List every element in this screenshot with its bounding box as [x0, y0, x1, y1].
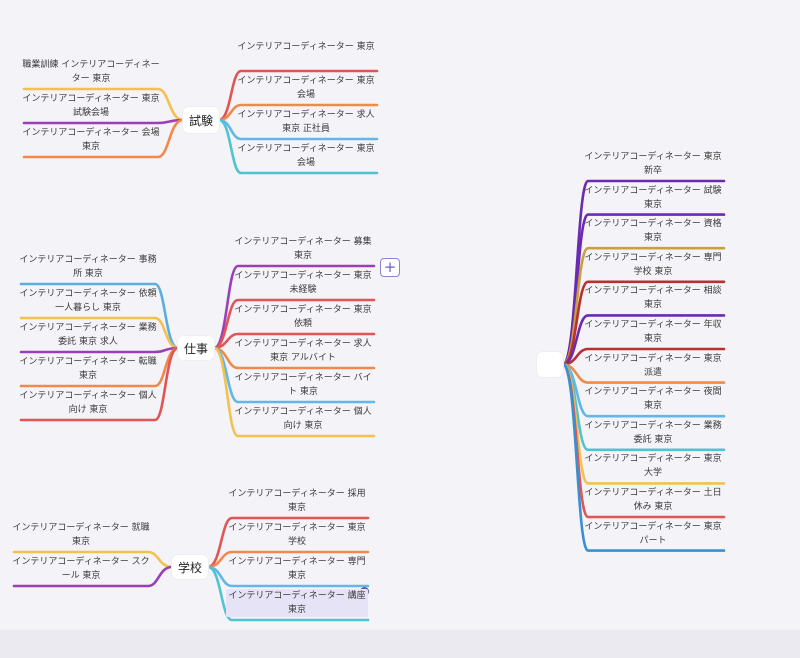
child-node[interactable]: インテリアコーディネーター 年収 東京	[584, 320, 722, 344]
child-node[interactable]: インテリアコーディネーター 夜間 東京	[584, 387, 722, 412]
child-node[interactable]: インテリアコーディネーター 東京 試験会場	[22, 94, 160, 118]
child-node[interactable]: インテリアコーディネーター 業務委託 東京 求人	[19, 323, 157, 347]
child-node[interactable]: インテリアコーディネーター 専門学校 東京	[584, 252, 722, 277]
child-node[interactable]: インテリアコーディネーター 東京 会場	[237, 144, 375, 168]
child-node[interactable]: インテリアコーディネーター 東京 派遣	[584, 353, 722, 378]
connector-line	[12, 565, 174, 588]
child-node[interactable]: インテリアコーディネーター 東京 学校	[228, 523, 366, 547]
child-node[interactable]: インテリアコーディネーター 東京 新卒	[584, 152, 722, 176]
child-node[interactable]: インテリアコーディネーター 採用 東京	[228, 489, 366, 513]
connector-line	[212, 346, 376, 438]
child-node[interactable]: インテリアコーディネーター 東京	[237, 42, 375, 52]
child-node[interactable]: インテリアコーディネーター 個人向け 東京	[19, 391, 157, 415]
child-node[interactable]: インテリアコーディネーター 東京 依頼	[234, 305, 372, 329]
root-node-shiken[interactable]: 試験	[183, 107, 219, 133]
connector-line	[19, 346, 180, 422]
child-node[interactable]: インテリアコーディネーター 講座 東京	[226, 589, 368, 617]
child-node[interactable]: インテリアコーディネーター 土日休み 東京	[584, 488, 722, 512]
add-node-button[interactable]: +	[380, 258, 400, 277]
child-node[interactable]: インテリアコーディネーター 東京 大学	[584, 454, 722, 479]
child-node[interactable]: インテリアコーディネーター 就職 東京	[12, 523, 150, 547]
plus-icon: +	[383, 258, 397, 276]
child-node[interactable]: インテリアコーディネーター 依頼 一人暮らし 東京	[19, 289, 157, 313]
child-node[interactable]: インテリアコーディネーター 募集 東京	[234, 237, 372, 261]
child-node[interactable]: インテリアコーディネーター 業務委託 東京	[584, 420, 722, 445]
child-node[interactable]: 職業訓練 インテリアコーディネーター 東京	[22, 60, 160, 84]
child-node[interactable]: インテリアコーディネーター 会場 東京	[22, 128, 160, 152]
connector-line	[22, 118, 185, 125]
root-node-main[interactable]	[537, 352, 563, 377]
root-node-gakkou[interactable]: 学校	[172, 555, 208, 579]
child-node[interactable]: インテリアコーディネーター バイト 東京	[234, 373, 372, 397]
child-node[interactable]: インテリアコーディネーター 事務所 東京	[19, 255, 157, 279]
child-node[interactable]: インテリアコーディネーター 転職 東京	[19, 357, 157, 381]
bottom-toolbar	[0, 630, 800, 658]
connector-line	[217, 118, 379, 175]
child-node[interactable]: インテリアコーディネーター 個人 向け 東京	[234, 407, 372, 431]
child-node[interactable]: インテリアコーディネーター 相談 東京	[584, 286, 722, 311]
connector-line	[22, 118, 185, 159]
connector-line	[561, 363, 726, 552]
child-node[interactable]: インテリアコーディネーター 専門 東京	[228, 557, 366, 581]
connector-line	[206, 565, 370, 622]
root-node-shigoto[interactable]: 仕事	[178, 336, 214, 360]
child-node[interactable]: インテリアコーディネーター 試験 東京	[584, 185, 722, 210]
child-node[interactable]: インテリアコーディネーター 東京 未経験	[234, 271, 372, 295]
child-node[interactable]: インテリアコーディネーター 東京 パート	[584, 521, 722, 546]
child-node[interactable]: インテリアコーディネーター 求人 東京 正社員	[237, 110, 375, 134]
child-node[interactable]: インテリアコーディネーター 資格 東京	[584, 219, 722, 244]
child-node[interactable]: インテリアコーディネーター 求人 東京 アルバイト	[234, 339, 372, 363]
child-node[interactable]: インテリアコーディネーター スクール 東京	[12, 557, 150, 581]
child-node[interactable]: インテリアコーディネーター 東京会場	[237, 76, 375, 100]
